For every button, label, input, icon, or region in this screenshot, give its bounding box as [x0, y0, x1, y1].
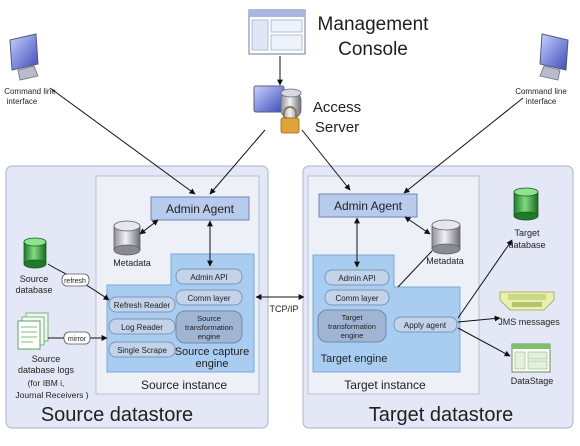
- source-comm-layer-label: Comm layer: [187, 294, 230, 303]
- source-transformation-label-3: engine: [198, 332, 221, 341]
- source-capture-engine-label-2: engine: [195, 358, 228, 370]
- apply-agent-pill: [393, 316, 458, 333]
- source-transformation-engine-pill: [175, 310, 243, 344]
- datastage-icon: [511, 343, 551, 373]
- target-admin-api-label: Admin API: [338, 274, 375, 283]
- source-admin-api-pill: [175, 268, 243, 285]
- cli-left-label-2: interface: [7, 97, 38, 106]
- source-database-label-2: database: [15, 285, 52, 295]
- cli-left-to-source-agent-arrow: [49, 87, 196, 195]
- management-console-icon: [248, 9, 306, 55]
- source-transformation-label: Source: [197, 314, 221, 323]
- source-instance-label: Source instance: [141, 378, 227, 392]
- target-admin-agent-box: [318, 193, 418, 218]
- jms-messages-icon: [499, 291, 555, 311]
- database-logs-label: Source: [32, 354, 61, 364]
- management-console-title: Management: [318, 14, 430, 35]
- refresh-reader-label: Refresh Reader: [114, 301, 171, 310]
- cli-left-monitor-icon: [9, 33, 39, 81]
- mirror-tag: [63, 331, 91, 345]
- single-scrape-pill: [108, 341, 176, 358]
- target-transformation-engine-pill: [317, 309, 387, 343]
- cli-right-to-target-agent-arrow: [403, 97, 524, 194]
- target-agent-metadata-arrow: [404, 216, 431, 235]
- log-reader-label: Log Reader: [121, 323, 163, 332]
- single-scrape-label: Single Scrape: [117, 346, 167, 355]
- target-comm-layer-label: Comm layer: [335, 294, 378, 303]
- source-transformation-label-2: transformation: [185, 323, 233, 332]
- refresh-tag-label: refresh: [64, 278, 86, 285]
- jms-messages-label: JMS messages: [498, 317, 560, 327]
- apply-to-datastage-arrow: [457, 327, 511, 357]
- source-comm-layer-pill: [175, 289, 243, 306]
- database-logs-label-3: (for IBM i,: [28, 378, 65, 388]
- database-logs-icon: [17, 312, 49, 350]
- cli-right-monitor-icon: [539, 33, 569, 81]
- target-database-label: Target: [514, 228, 540, 238]
- access-server-label: Access: [313, 99, 361, 116]
- target-transformation-label-2: transformation: [328, 322, 376, 331]
- apply-to-target-db-arrow: [457, 239, 513, 319]
- target-database-icon: [513, 187, 539, 221]
- engine-to-metadata-line: [397, 250, 433, 288]
- cli-right-label-2: interface: [526, 97, 557, 106]
- target-datastore-label: Target datastore: [369, 404, 514, 426]
- apply-to-jms-arrow: [457, 315, 501, 323]
- refresh-tag: [61, 273, 90, 287]
- source-admin-api-label: Admin API: [190, 273, 227, 282]
- target-admin-agent-label: Admin Agent: [334, 199, 403, 213]
- source-admin-agent-box: [150, 196, 250, 221]
- source-agent-metadata-arrow: [139, 219, 159, 235]
- target-metadata-disk-icon: [431, 219, 461, 255]
- cli-right-label: Command line: [515, 87, 567, 96]
- mirror-tag-label: mirror: [68, 336, 87, 343]
- log-reader-pill: [108, 318, 176, 335]
- datastage-label: DataStage: [511, 376, 554, 386]
- database-logs-label-4: Journal Receivers ): [15, 390, 88, 400]
- database-logs-label-2: database logs: [18, 365, 75, 375]
- target-transformation-label: Target: [342, 313, 364, 322]
- source-metadata-disk-icon: [113, 220, 141, 256]
- access-server-label-2: Server: [315, 119, 359, 136]
- target-admin-api-pill: [324, 269, 390, 286]
- target-transformation-label-3: engine: [341, 331, 364, 340]
- cli-left-label: Command line: [4, 87, 56, 96]
- target-metadata-label: Metadata: [426, 256, 464, 266]
- access-to-source-agent-arrow: [209, 129, 266, 195]
- source-admin-agent-label: Admin Agent: [166, 202, 235, 216]
- source-database-icon: [23, 237, 47, 269]
- source-datastore-label: Source datastore: [41, 404, 193, 426]
- source-metadata-label: Metadata: [113, 258, 151, 268]
- access-to-target-agent-arrow: [301, 129, 351, 191]
- target-database-label-2: database: [508, 240, 545, 250]
- access-server-icon: [253, 85, 302, 134]
- source-database-label: Source: [20, 274, 49, 284]
- management-console-title-2: Console: [338, 39, 408, 60]
- source-capture-engine-label: Source capture: [175, 346, 250, 358]
- tcpip-label: TCP/IP: [269, 304, 298, 314]
- apply-agent-label: Apply agent: [404, 321, 447, 330]
- target-instance-label: Target instance: [344, 378, 426, 392]
- target-engine-label: Target engine: [321, 353, 388, 365]
- target-comm-layer-pill: [324, 289, 390, 306]
- refresh-reader-pill: [108, 296, 176, 313]
